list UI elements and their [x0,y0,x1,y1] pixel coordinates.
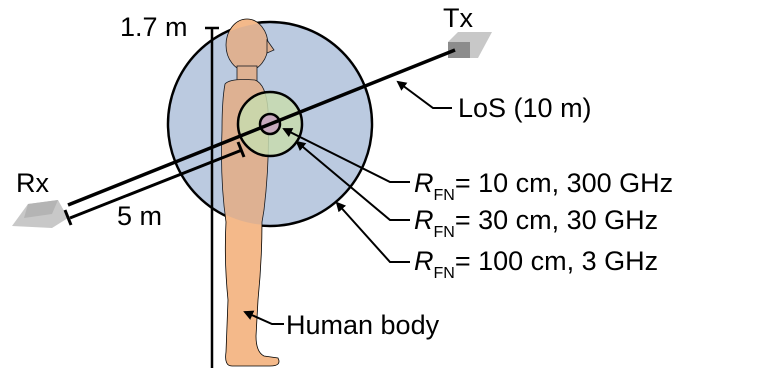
leader-100cm [337,203,410,262]
r-subscript: FN [434,224,455,241]
r-symbol: R [414,205,434,235]
los-leader [398,82,452,108]
fresnel-label-10cm: RFN= 10 cm, 300 GHz [414,168,673,204]
r-subscript: FN [434,265,455,282]
body-label: Human body [286,310,440,340]
rx-terminal [12,200,68,228]
fresnel-label-100cm: RFN= 100 cm, 3 GHz [414,246,658,282]
fresnel-value-30cm: = 30 cm, 30 GHz [455,205,658,235]
svg-text:RFN= 100 cm, 3 GHz: RFN= 100 cm, 3 GHz [414,246,658,282]
tx-label: Tx [443,3,473,33]
los-label: LoS (10 m) [458,93,592,123]
rx-label: Rx [16,168,49,198]
svg-text:RFN= 10 cm, 300 GHz: RFN= 10 cm, 300 GHz [414,168,673,204]
r-symbol: R [414,168,434,198]
tx-terminal [448,32,492,58]
height-label: 1.7 m [120,12,188,42]
fresnel-value-100cm: = 100 cm, 3 GHz [455,246,658,276]
r-symbol: R [414,246,434,276]
r-subscript: FN [434,187,455,204]
fresnel-value-10cm: = 10 cm, 300 GHz [455,168,673,198]
fresnel-label-30cm: RFN= 30 cm, 30 GHz [414,205,658,241]
distance-label: 5 m [117,201,162,231]
svg-text:RFN= 30 cm, 30 GHz: RFN= 30 cm, 30 GHz [414,205,658,241]
